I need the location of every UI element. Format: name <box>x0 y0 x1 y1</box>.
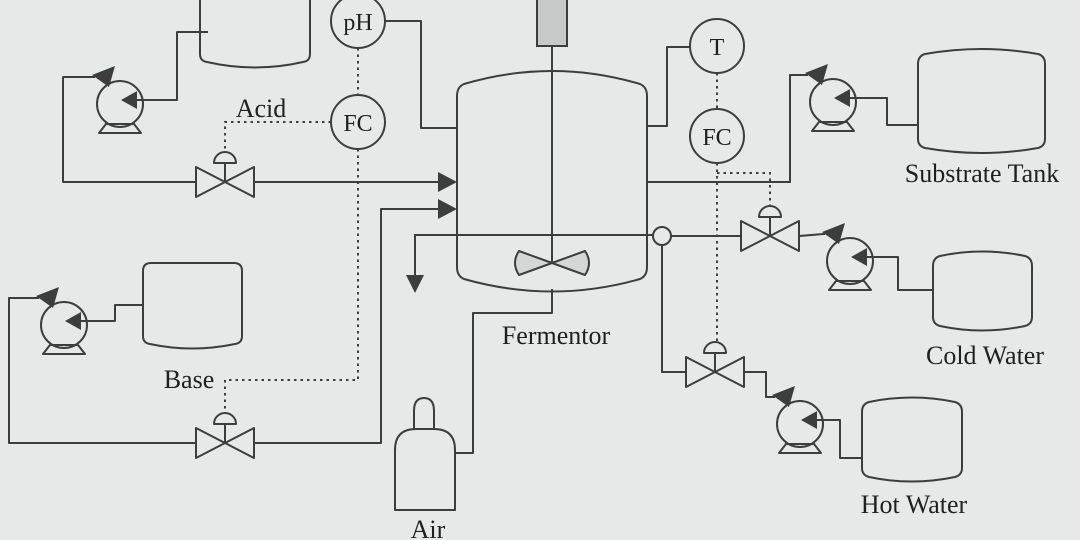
cold-water-tank <box>932 250 1033 332</box>
hot-valve-to-pump-line <box>743 371 775 398</box>
base-tank-to-pump-line <box>80 304 144 322</box>
acid-tank <box>199 0 311 69</box>
water-flow-controller: FC <box>689 108 745 164</box>
port-to-hot-valve-line <box>661 244 687 373</box>
water-flow-controller-circle <box>689 108 745 164</box>
hot-pump-to-tank-line <box>816 419 863 459</box>
acid-feed-arrow-icon <box>438 172 457 192</box>
cold-water-control-valve <box>740 205 800 252</box>
jacket-port-circle <box>652 226 672 246</box>
ph-sensor-label: pH <box>343 10 372 36</box>
pumps <box>35 63 874 454</box>
base-tank <box>142 262 243 350</box>
impeller-right-blade <box>551 250 590 276</box>
fc-to-acid-valve-signal <box>224 121 331 152</box>
acid-tank-to-pump-line <box>136 31 208 101</box>
hot-water-tank <box>861 396 963 483</box>
acid-pump-to-valve-line <box>62 76 197 183</box>
substrate-pump <box>804 63 857 132</box>
hot-water-pump <box>771 385 824 454</box>
hot-water-label: Hot Water <box>861 490 968 519</box>
base-feed-arrow-icon <box>438 199 457 219</box>
substrate-pump-to-fermentor-line <box>647 74 808 183</box>
impeller-left-blade <box>514 250 553 276</box>
substrate-tank-label: Substrate Tank <box>905 159 1059 188</box>
base-pump-to-valve-line <box>8 297 197 444</box>
acid-control-valve <box>195 151 255 198</box>
temperature-sensor: T <box>689 18 745 74</box>
temperature-sensor-circle <box>689 18 745 74</box>
harvest-arrow-icon <box>406 275 424 293</box>
air-cylinder-valve-cap <box>413 397 435 430</box>
acid-base-flow-controller-label: FC <box>343 111 372 137</box>
process-piping <box>8 20 934 459</box>
instruments: pH FC T FC <box>330 0 745 164</box>
base-pump <box>35 286 88 355</box>
cold-water-pump <box>821 222 874 291</box>
fermentor-label: Fermentor <box>502 321 611 350</box>
fermentor-vessel <box>456 0 672 293</box>
equipment-labels: Acid Base Air Fermentor Substrate Tank C… <box>164 94 1059 540</box>
base-control-valve <box>195 412 255 459</box>
air-label: Air <box>411 515 446 540</box>
acid-pump <box>91 65 144 134</box>
air-cylinder <box>394 397 456 511</box>
ph-probe-line <box>383 20 458 129</box>
acid-label: Acid <box>236 94 287 123</box>
acid-base-flow-controller-circle <box>330 94 386 150</box>
tanks <box>142 0 1046 511</box>
base-valve-to-fermentor-line <box>253 208 441 444</box>
cold-valve-to-pump-line <box>797 232 826 238</box>
vessel-outline <box>456 70 648 293</box>
ph-sensor: pH <box>330 0 386 49</box>
fc-to-base-valve-signal <box>224 149 359 413</box>
air-cylinder-body <box>394 428 456 511</box>
substrate-tank-to-pump-line <box>849 97 919 126</box>
cold-water-label: Cold Water <box>926 341 1044 370</box>
hot-water-control-valve <box>685 341 745 388</box>
water-flow-controller-label: FC <box>702 125 731 151</box>
acid-base-flow-controller: FC <box>330 94 386 150</box>
instrument-signal-lines <box>224 48 771 413</box>
substrate-tank <box>917 48 1046 154</box>
ph-sensor-circle <box>330 0 386 49</box>
temperature-probe-line <box>647 46 691 127</box>
cold-pump-to-tank-line <box>866 256 934 291</box>
air-supply-line <box>454 289 553 454</box>
base-label: Base <box>164 365 215 394</box>
temperature-sensor-label: T <box>710 35 725 61</box>
control-valves <box>195 151 800 459</box>
agitator-motor <box>536 0 568 47</box>
fc-to-cold-valve-signal <box>717 172 771 206</box>
